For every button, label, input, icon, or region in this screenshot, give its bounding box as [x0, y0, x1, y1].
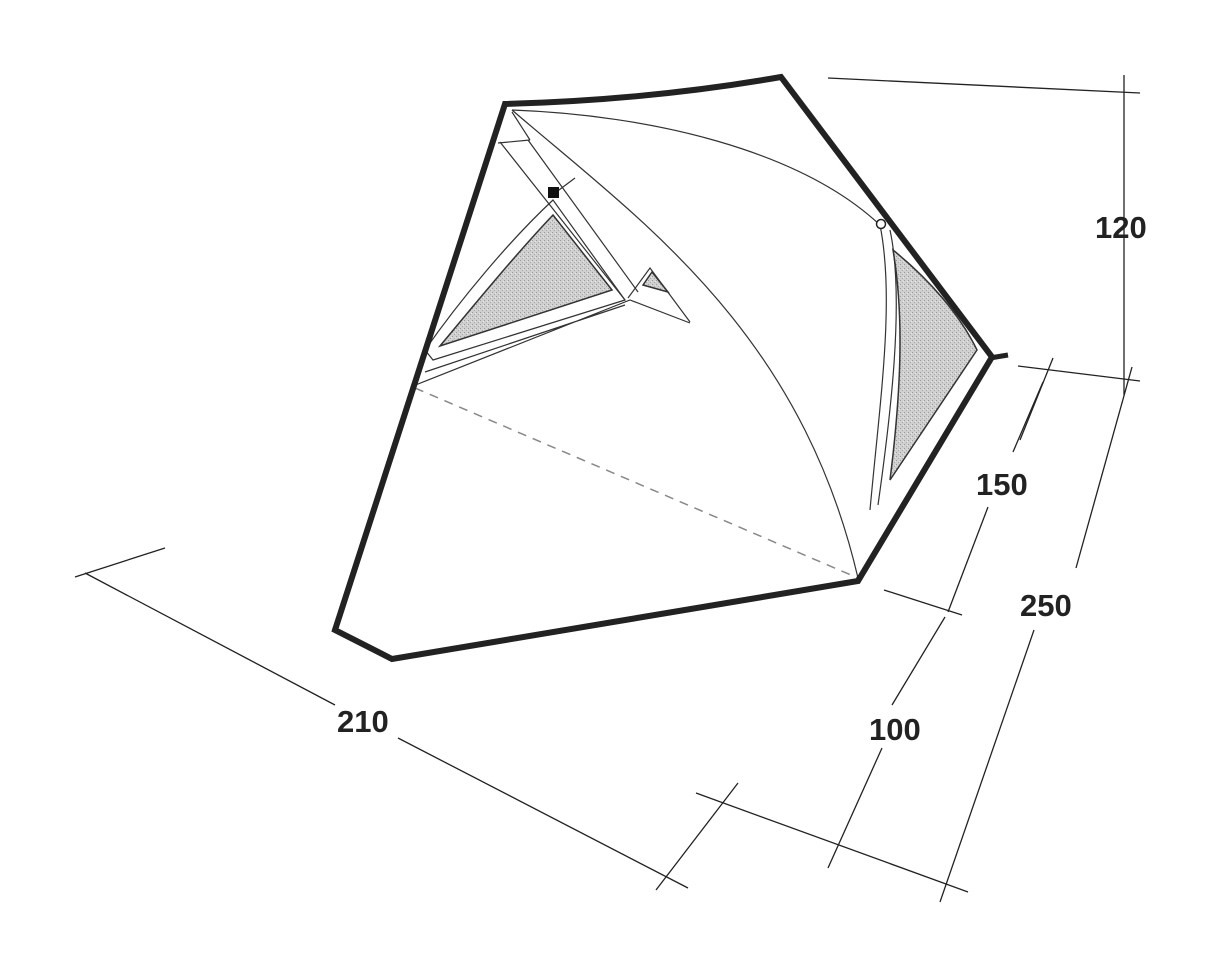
width-left-tick [74, 547, 166, 578]
left-bottom-band [412, 299, 691, 387]
depth-inner-line-upper [1012, 381, 1044, 453]
center-vent-frame [627, 266, 691, 323]
depth-inner-top-tick [1019, 357, 1054, 441]
dimension-label-depth-upper: 150 [976, 467, 1028, 502]
center-mesh-vent [641, 270, 671, 294]
width-dimension-line-right [397, 737, 689, 889]
width-right-tick [655, 782, 739, 891]
pole-ring-marker [875, 218, 887, 230]
height-top-extension-line [827, 77, 1141, 94]
dimension-label-depth-total: 250 [1020, 588, 1072, 623]
right-arch-pole [869, 224, 887, 511]
dimension-lines [74, 75, 1141, 903]
pole-joint-marker [548, 187, 559, 198]
dimension-label-depth-lower: 100 [869, 712, 921, 747]
depth-bottom-extension-line [695, 792, 969, 893]
top-panel-seam [511, 109, 859, 579]
depth-outer-line-lower [939, 629, 1035, 903]
guy-stub [989, 352, 1009, 361]
dimension-label-width: 210 [337, 704, 389, 739]
right-mesh-window [889, 248, 978, 481]
depth-inner-mid-extension-line [883, 589, 963, 616]
ground-dashed-line [414, 387, 859, 579]
depth-inner-line-lower [891, 616, 946, 706]
left-strut-inner [527, 139, 639, 293]
dimension-labels: 120 150 250 210 100 [337, 210, 1147, 747]
depth-inner-line-mid [947, 506, 989, 613]
tent-drawing [331, 73, 1009, 663]
width-dimension-line-left [84, 572, 336, 706]
depth-inner-line-bottom [827, 747, 883, 869]
left-top-bracket [511, 111, 531, 141]
left-mesh-window [437, 213, 614, 348]
front-ridge-seam [511, 109, 881, 226]
left-strut [499, 141, 626, 301]
height-bottom-extension-line [1017, 365, 1141, 382]
dimension-label-height: 120 [1095, 210, 1147, 245]
depth-outer-line-upper [1075, 366, 1133, 569]
left-crossbar [497, 139, 531, 144]
